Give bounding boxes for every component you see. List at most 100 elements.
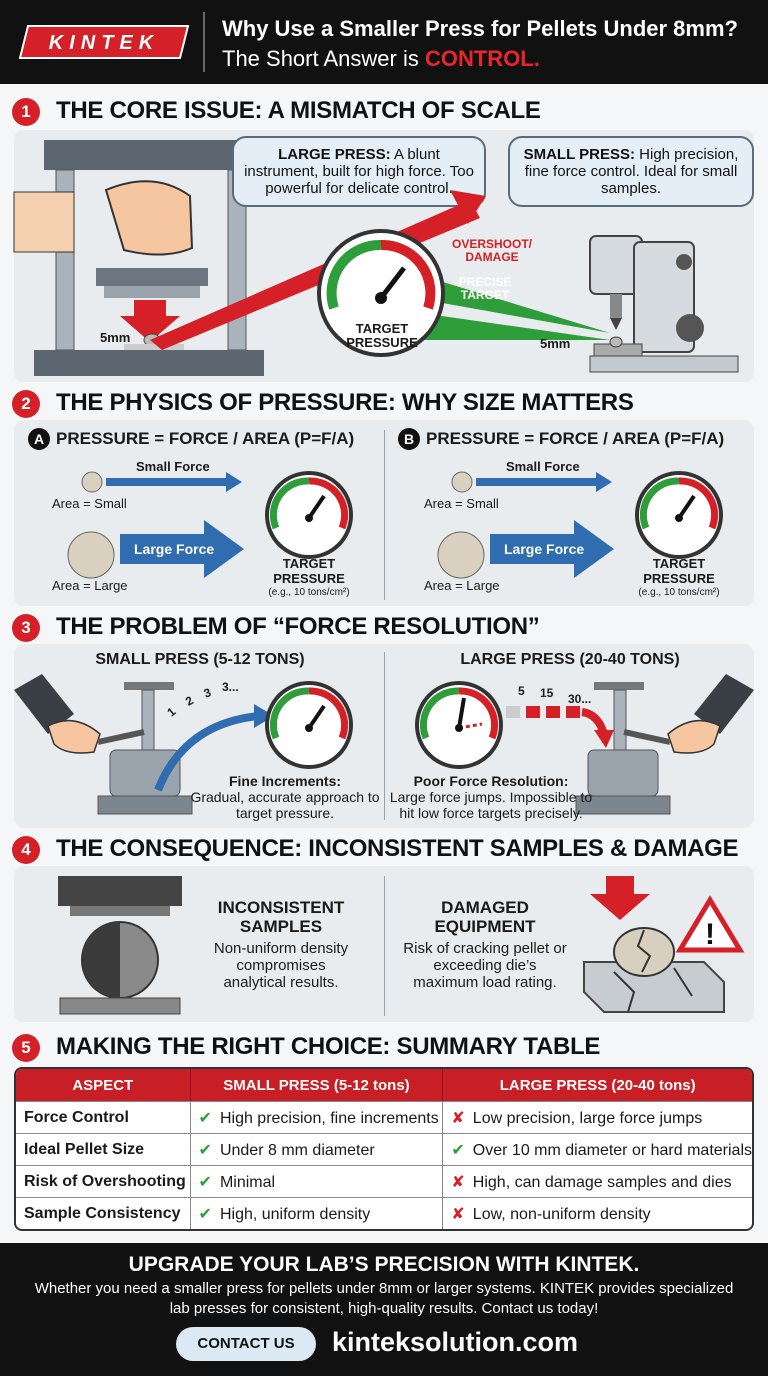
small-sphere-b [451,471,473,493]
section-2-title: THE PHYSICS OF PRESSURE: WHY SIZE MATTER… [56,389,634,416]
small-press-gauge [265,681,353,769]
section-3-number: 3 [12,614,40,642]
inconsistent-samples-title: INCONSISTENT SAMPLES [217,898,345,936]
section-3-divider [384,652,385,820]
table-row: Sample Consistency ✔High, uniform densit… [16,1197,752,1229]
large-press-title: LARGE PRESS (20-40 TONS) [460,651,680,668]
section-1-number: 1 [12,98,40,126]
gauge-label: TARGET PRESSURE [346,321,418,350]
check-icon: ✔ [198,1109,212,1127]
large-force-arrow-a [120,520,244,578]
large-hand-press [575,674,754,815]
col-small-press: SMALL PRESS (5-12 tons) [190,1069,444,1101]
section-4-title: THE CONSEQUENCE: INCONSISTENT SAMPLES & … [56,835,739,862]
footer: UPGRADE YOUR LAB’S PRECISION WITH KINTEK… [0,1243,768,1376]
small-tick-4: 3... [222,680,239,694]
table-header-row: ASPECT SMALL PRESS (5-12 tons) LARGE PRE… [16,1069,752,1101]
large-press-gauge [415,681,503,769]
section-4-number: 4 [12,836,40,864]
large-tick-2: 15 [540,686,554,700]
col-aspect: ASPECT [16,1069,191,1101]
row-small-cell: ✔Under 8 mm diameter [190,1133,444,1165]
section-3-title: THE PROBLEM OF “FORCE RESOLUTION” [56,613,540,640]
footer-body: Whether you need a smaller press for pel… [34,1280,734,1317]
inconsistent-pellet-illustration [58,876,182,1015]
table-row: Force Control ✔High precision, fine incr… [16,1101,752,1133]
letter-b: B [398,428,420,450]
force-jump-arrow [506,706,614,748]
large-force-label-b: Large Force [504,541,585,557]
large-tick-3: 30... [568,692,592,706]
inconsistent-samples-text: Non-uniform density compromises analytic… [213,940,349,991]
gauge-a [265,471,353,559]
large-sphere-b [437,531,485,579]
row-aspect: Risk of Overshooting [16,1165,191,1197]
area-small-a: Area = Small [52,496,127,511]
summary-table: ASPECT SMALL PRESS (5-12 tons) LARGE PRE… [14,1067,754,1231]
svg-text:!: ! [705,918,715,951]
check-icon: ✔ [451,1141,465,1159]
precise-arrow [420,275,610,333]
section-5-title: MAKING THE RIGHT CHOICE: SUMMARY TABLE [56,1033,601,1060]
area-large-b: Area = Large [424,578,500,593]
check-icon: ✔ [198,1141,212,1159]
large-force-arrow-b [490,520,614,578]
target-label-b: TARGET PRESSURE [643,556,715,586]
row-small-cell: ✔High precision, fine increments [190,1101,444,1133]
target-gauge [317,229,445,357]
letter-a: A [28,428,50,450]
small-force-b: Small Force [506,459,580,474]
header: KINTEK Why Use a Smaller Press for Pelle… [0,0,768,84]
website-link[interactable]: kinteksolution.com [332,1327,579,1357]
contact-us-button[interactable]: CONTACT US [176,1327,316,1361]
left-pellet-size: 5mm [100,330,131,345]
cracked-die-illustration: ! [583,876,745,1013]
damaged-equipment-title: DAMAGED EQUIPMENT [434,898,536,936]
row-large-cell: ✘Low precision, large force jumps [443,1101,752,1133]
target-label-a: TARGET PRESSURE [273,556,345,586]
right-pellet-size: 5mm [540,336,571,351]
section-2-divider [384,430,385,600]
small-force-arrow-a [106,472,242,492]
header-subtitle: The Short Answer is CONTROL. [222,46,540,71]
small-press-title: SMALL PRESS (5-12 TONS) [95,651,305,668]
header-divider [203,12,205,72]
table-row: Ideal Pellet Size ✔Under 8 mm diameter ✔… [16,1133,752,1165]
small-press-bubble: SMALL PRESS: High precision, fine force … [508,136,754,207]
overshoot-label: OVERSHOOT/ DAMAGE [451,237,532,264]
row-small-cell: ✔High, uniform density [190,1197,444,1229]
area-small-b: Area = Small [424,496,499,511]
precise-target-label: PRECISE TARGET [458,275,512,302]
poor-resolution-note: Poor Force Resolution:Large force jumps.… [389,773,593,821]
small-press-illustration [589,235,739,373]
check-icon: ✔ [198,1205,212,1223]
small-sphere-a [81,471,103,493]
row-large-cell: ✔Over 10 mm diameter or hard materials [443,1133,752,1165]
small-force-arrow-b [476,472,612,492]
header-highlight: CONTROL. [424,46,540,71]
target-example-a: (e.g., 10 tons/cm²) [268,587,350,598]
row-aspect: Ideal Pellet Size [16,1133,191,1165]
row-small-cell: ✔Minimal [190,1165,444,1197]
large-force-label-a: Large Force [134,541,215,557]
row-aspect: Force Control [16,1101,191,1133]
cross-icon: ✘ [451,1109,465,1127]
large-press-bubble: LARGE PRESS: A blunt instrument, built f… [232,136,486,207]
col-large-press: LARGE PRESS (20-40 tons) [443,1069,752,1101]
section-1-title: THE CORE ISSUE: A MISMATCH OF SCALE [56,97,541,124]
fine-increments-note: Fine Increments:Gradual, accurate approa… [190,773,380,821]
fine-increment-arrow [154,704,274,792]
footer-title: UPGRADE YOUR LAB’S PRECISION WITH KINTEK… [128,1253,640,1276]
svg-text:KINTEK: KINTEK [49,32,159,54]
area-large-a: Area = Large [52,578,128,593]
kintek-logo: KINTEK [18,25,190,59]
row-aspect: Sample Consistency [16,1197,191,1229]
large-press-illustration [13,140,264,376]
cross-icon: ✘ [451,1205,465,1223]
gauge-b [635,471,723,559]
table-row: Risk of Overshooting ✔Minimal ✘High, can… [16,1165,752,1197]
small-force-a: Small Force [136,459,210,474]
section-4-divider [384,876,385,1016]
